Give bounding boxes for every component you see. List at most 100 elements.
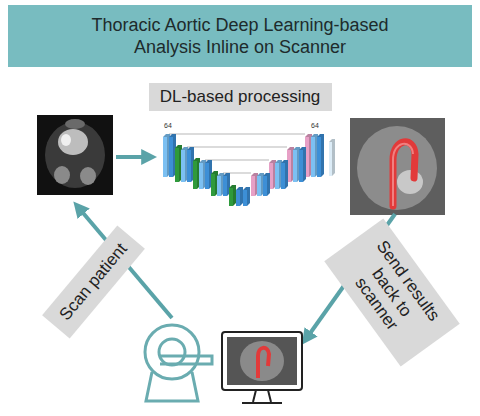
layer-depth xyxy=(305,134,312,177)
layer-depth xyxy=(275,160,282,189)
layer-depth xyxy=(287,147,294,182)
layer-face xyxy=(263,176,267,196)
layer-face xyxy=(211,174,215,196)
scanner-table xyxy=(160,356,212,364)
process-band: DL-based processing xyxy=(149,83,332,111)
screen-body xyxy=(240,341,284,381)
organ-shape xyxy=(397,170,423,194)
layer-face xyxy=(317,137,321,177)
layer-depth xyxy=(317,134,324,177)
aorta-highlight xyxy=(393,144,413,206)
layer-depth xyxy=(169,134,176,177)
layer-face xyxy=(217,176,221,196)
layer-face xyxy=(223,176,227,196)
layer-block xyxy=(299,147,306,182)
layer-face xyxy=(193,161,197,189)
layer-face xyxy=(299,150,303,182)
layer-face xyxy=(163,137,167,177)
layer-depth xyxy=(329,139,335,176)
organ-shape xyxy=(65,119,85,129)
layer-depth xyxy=(205,160,212,189)
layer-face xyxy=(205,163,209,189)
layer-block xyxy=(293,147,300,182)
layer-depth xyxy=(181,147,188,182)
layer-face xyxy=(236,190,240,206)
layer-depth xyxy=(199,160,206,189)
layer-depth xyxy=(293,147,300,182)
skip-connection xyxy=(169,134,305,135)
layer-depth xyxy=(217,173,224,196)
layer-face xyxy=(175,148,179,182)
layer-depth xyxy=(263,173,270,196)
layer-block xyxy=(193,158,200,189)
layer-block xyxy=(211,171,218,196)
monitor-stand xyxy=(242,390,282,403)
layer-depth xyxy=(243,187,250,206)
scanner-housing xyxy=(145,325,199,379)
layer-block xyxy=(311,134,318,177)
layer-depth xyxy=(229,185,236,206)
layer-depth xyxy=(236,187,243,206)
layer-block xyxy=(251,173,258,196)
layer-depth xyxy=(299,147,306,182)
layer-block xyxy=(181,147,188,182)
layer-block xyxy=(269,160,276,189)
skip-connection xyxy=(205,160,269,161)
layer-face xyxy=(275,163,279,189)
organ-shape xyxy=(54,166,70,184)
heart-shape xyxy=(58,129,88,155)
layer-depth xyxy=(251,173,258,196)
layer-depth xyxy=(257,173,264,196)
aorta-segmentation xyxy=(393,142,415,206)
layer-block xyxy=(281,160,288,189)
layer-block xyxy=(175,145,182,182)
layer-block xyxy=(187,147,194,182)
monitor-icon xyxy=(222,332,302,403)
layer-face xyxy=(281,163,285,189)
skip-connection xyxy=(187,147,287,148)
process-band: Send results back to scanner xyxy=(324,218,459,366)
layer-block xyxy=(223,173,230,196)
layer-block xyxy=(317,134,324,177)
layer-depth xyxy=(187,147,194,182)
layer-face xyxy=(181,150,185,182)
layer-block xyxy=(163,134,170,177)
layer-depth xyxy=(211,171,218,196)
layer-block xyxy=(287,147,294,182)
layer-face xyxy=(257,176,261,196)
band-text: Send results back to scanner xyxy=(335,229,448,354)
band-text: Scan patient xyxy=(55,240,131,325)
layer-block xyxy=(329,139,335,176)
mri-input-image xyxy=(37,115,113,195)
layer-depth xyxy=(175,145,182,182)
image-ground xyxy=(37,115,113,195)
layer-face xyxy=(187,150,191,182)
channel-count: 64 xyxy=(311,122,319,129)
mri-scanner-icon xyxy=(145,325,212,401)
process-band: Scan patient xyxy=(42,226,145,339)
layer-depth xyxy=(281,160,288,189)
layer-block xyxy=(199,160,206,189)
segmentation-result-image xyxy=(350,118,445,215)
band-text: DL-based processing xyxy=(160,87,321,107)
layer-block xyxy=(243,187,250,206)
layer-block xyxy=(257,173,264,196)
layer-block xyxy=(169,134,176,177)
layer-depth xyxy=(193,158,200,189)
layer-face xyxy=(329,142,332,176)
layer-face xyxy=(293,150,297,182)
monitor-frame xyxy=(222,332,302,390)
layer-depth xyxy=(269,160,276,189)
layer-depth xyxy=(163,134,170,177)
layer-block xyxy=(275,160,282,189)
layer-face xyxy=(169,137,173,177)
image-ground xyxy=(350,118,445,215)
body-shape xyxy=(357,126,437,210)
layer-face xyxy=(311,137,315,177)
layer-block xyxy=(236,187,243,206)
layer-block xyxy=(205,160,212,189)
layer-face xyxy=(251,176,255,196)
body-shape xyxy=(45,122,105,188)
organ-shape xyxy=(80,167,96,185)
